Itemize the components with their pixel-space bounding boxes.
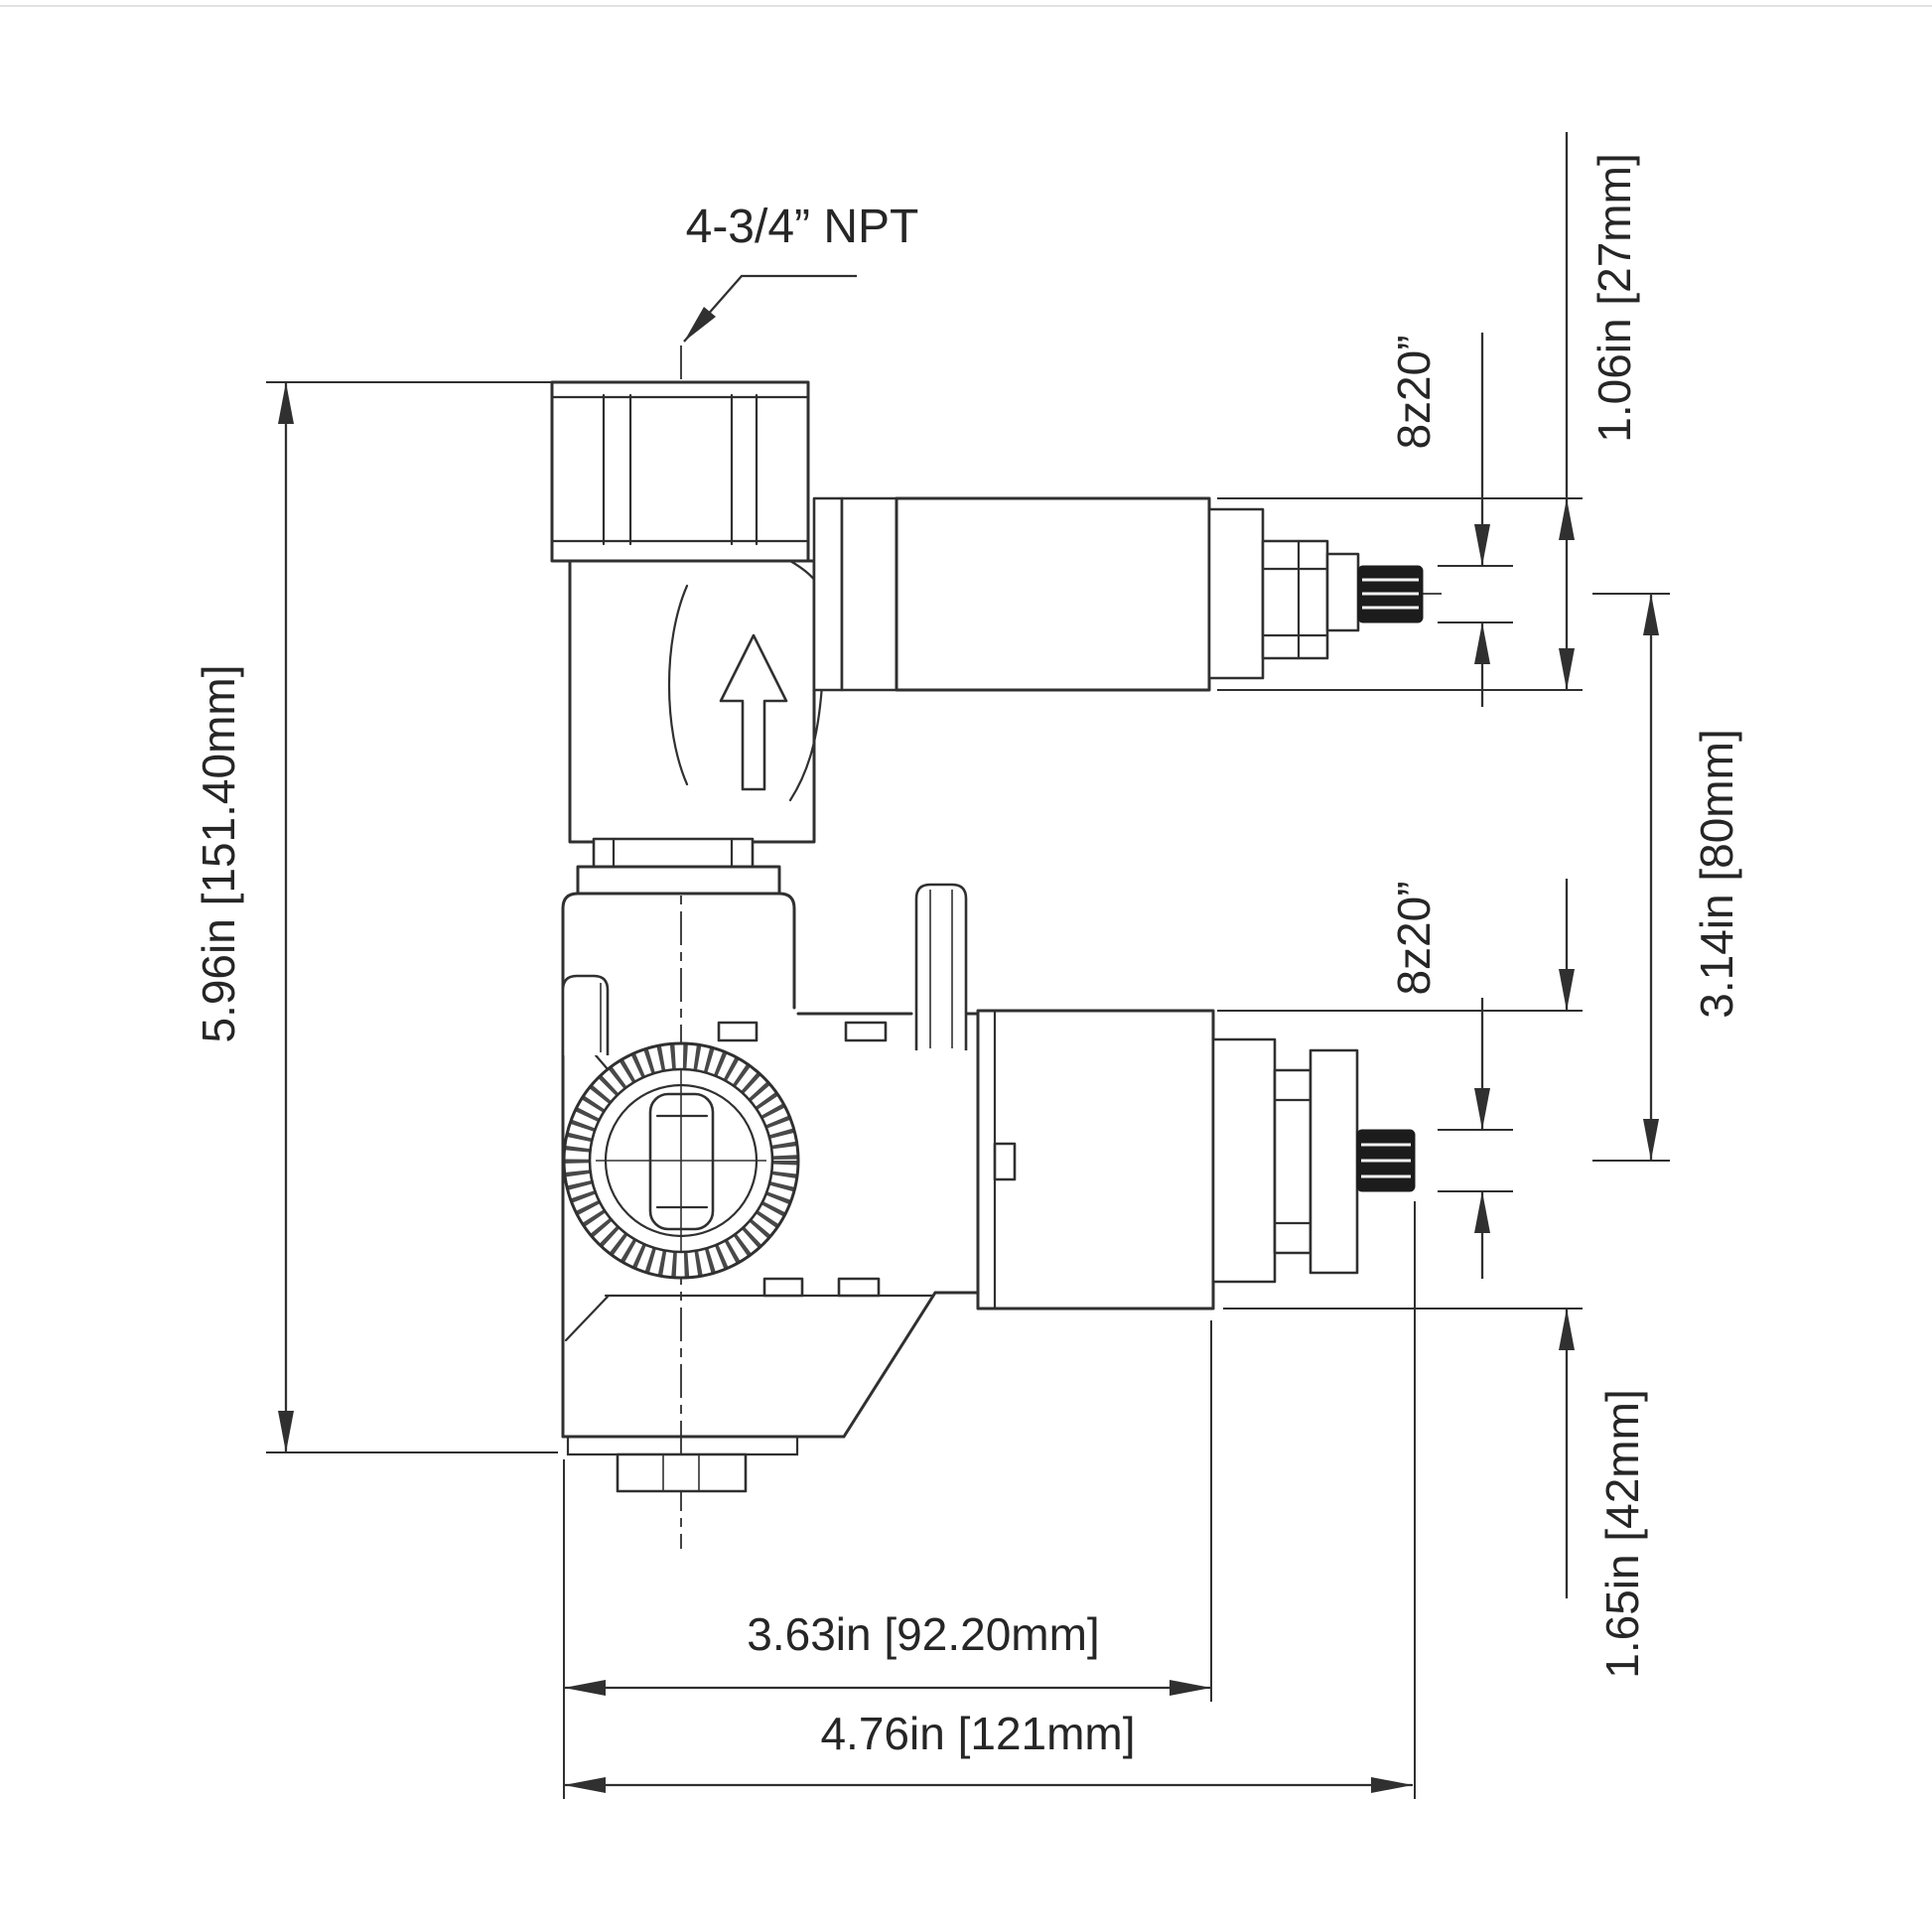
npt-leader-arrow-icon bbox=[684, 307, 716, 342]
dimension-labels: 4-3/4” NPT 5.96in [151.40mm] 1.06in [27m… bbox=[193, 153, 1742, 1759]
body-bottom-tab bbox=[762, 1277, 804, 1298]
lower-union-nut bbox=[576, 837, 781, 896]
upper-cartridge bbox=[812, 496, 1424, 692]
dim-body-depth: 3.63in [92.20mm] bbox=[747, 1608, 1099, 1660]
extension-lines bbox=[266, 381, 1670, 1799]
cartridge-flange-plate bbox=[1309, 1048, 1359, 1275]
dim-axis-distance: 3.14in [80mm] bbox=[1691, 729, 1742, 1018]
lower-cartridge bbox=[976, 1009, 1416, 1311]
threaded-front-port bbox=[562, 1041, 800, 1280]
dim-upper-cartridge-height: 1.06in [27mm] bbox=[1588, 153, 1640, 442]
dim-upper-spline-spec: 8z20” bbox=[1388, 335, 1440, 449]
lower-spline-shaft bbox=[1356, 1129, 1416, 1192]
body-bottom-tab bbox=[837, 1277, 881, 1298]
body-top-tab bbox=[844, 1021, 888, 1042]
npt-leader-line bbox=[683, 274, 857, 343]
dim-lower-cartridge-height: 1.65in [42mm] bbox=[1596, 1389, 1648, 1678]
top-union-nut bbox=[550, 380, 810, 563]
upper-spline-shaft bbox=[1357, 565, 1424, 623]
dim-overall-depth: 4.76in [121mm] bbox=[820, 1708, 1135, 1759]
port-size-label: 4-3/4” NPT bbox=[686, 201, 919, 253]
lower-cartridge-cylinder bbox=[976, 1009, 1215, 1311]
bottom-stub bbox=[616, 1452, 748, 1493]
valve-assembly bbox=[550, 380, 1424, 1493]
left-port-boss bbox=[561, 974, 610, 1055]
upper-cartridge-cylinder bbox=[895, 496, 1211, 692]
dimension-lines bbox=[278, 132, 1659, 1793]
cartridge-side-tab bbox=[993, 1142, 1017, 1181]
body-top-tab bbox=[717, 1021, 759, 1042]
lower-valve-body bbox=[561, 883, 980, 1493]
dim-lower-spline-spec: 8z20” bbox=[1388, 881, 1440, 995]
dim-overall-height: 5.96in [151.40mm] bbox=[193, 664, 244, 1042]
flow-direction-arrow-icon bbox=[719, 633, 788, 791]
top-outlet-pipe bbox=[914, 883, 968, 1050]
valve-mid-body bbox=[568, 559, 824, 844]
thread-hatch-ring bbox=[565, 1044, 797, 1277]
